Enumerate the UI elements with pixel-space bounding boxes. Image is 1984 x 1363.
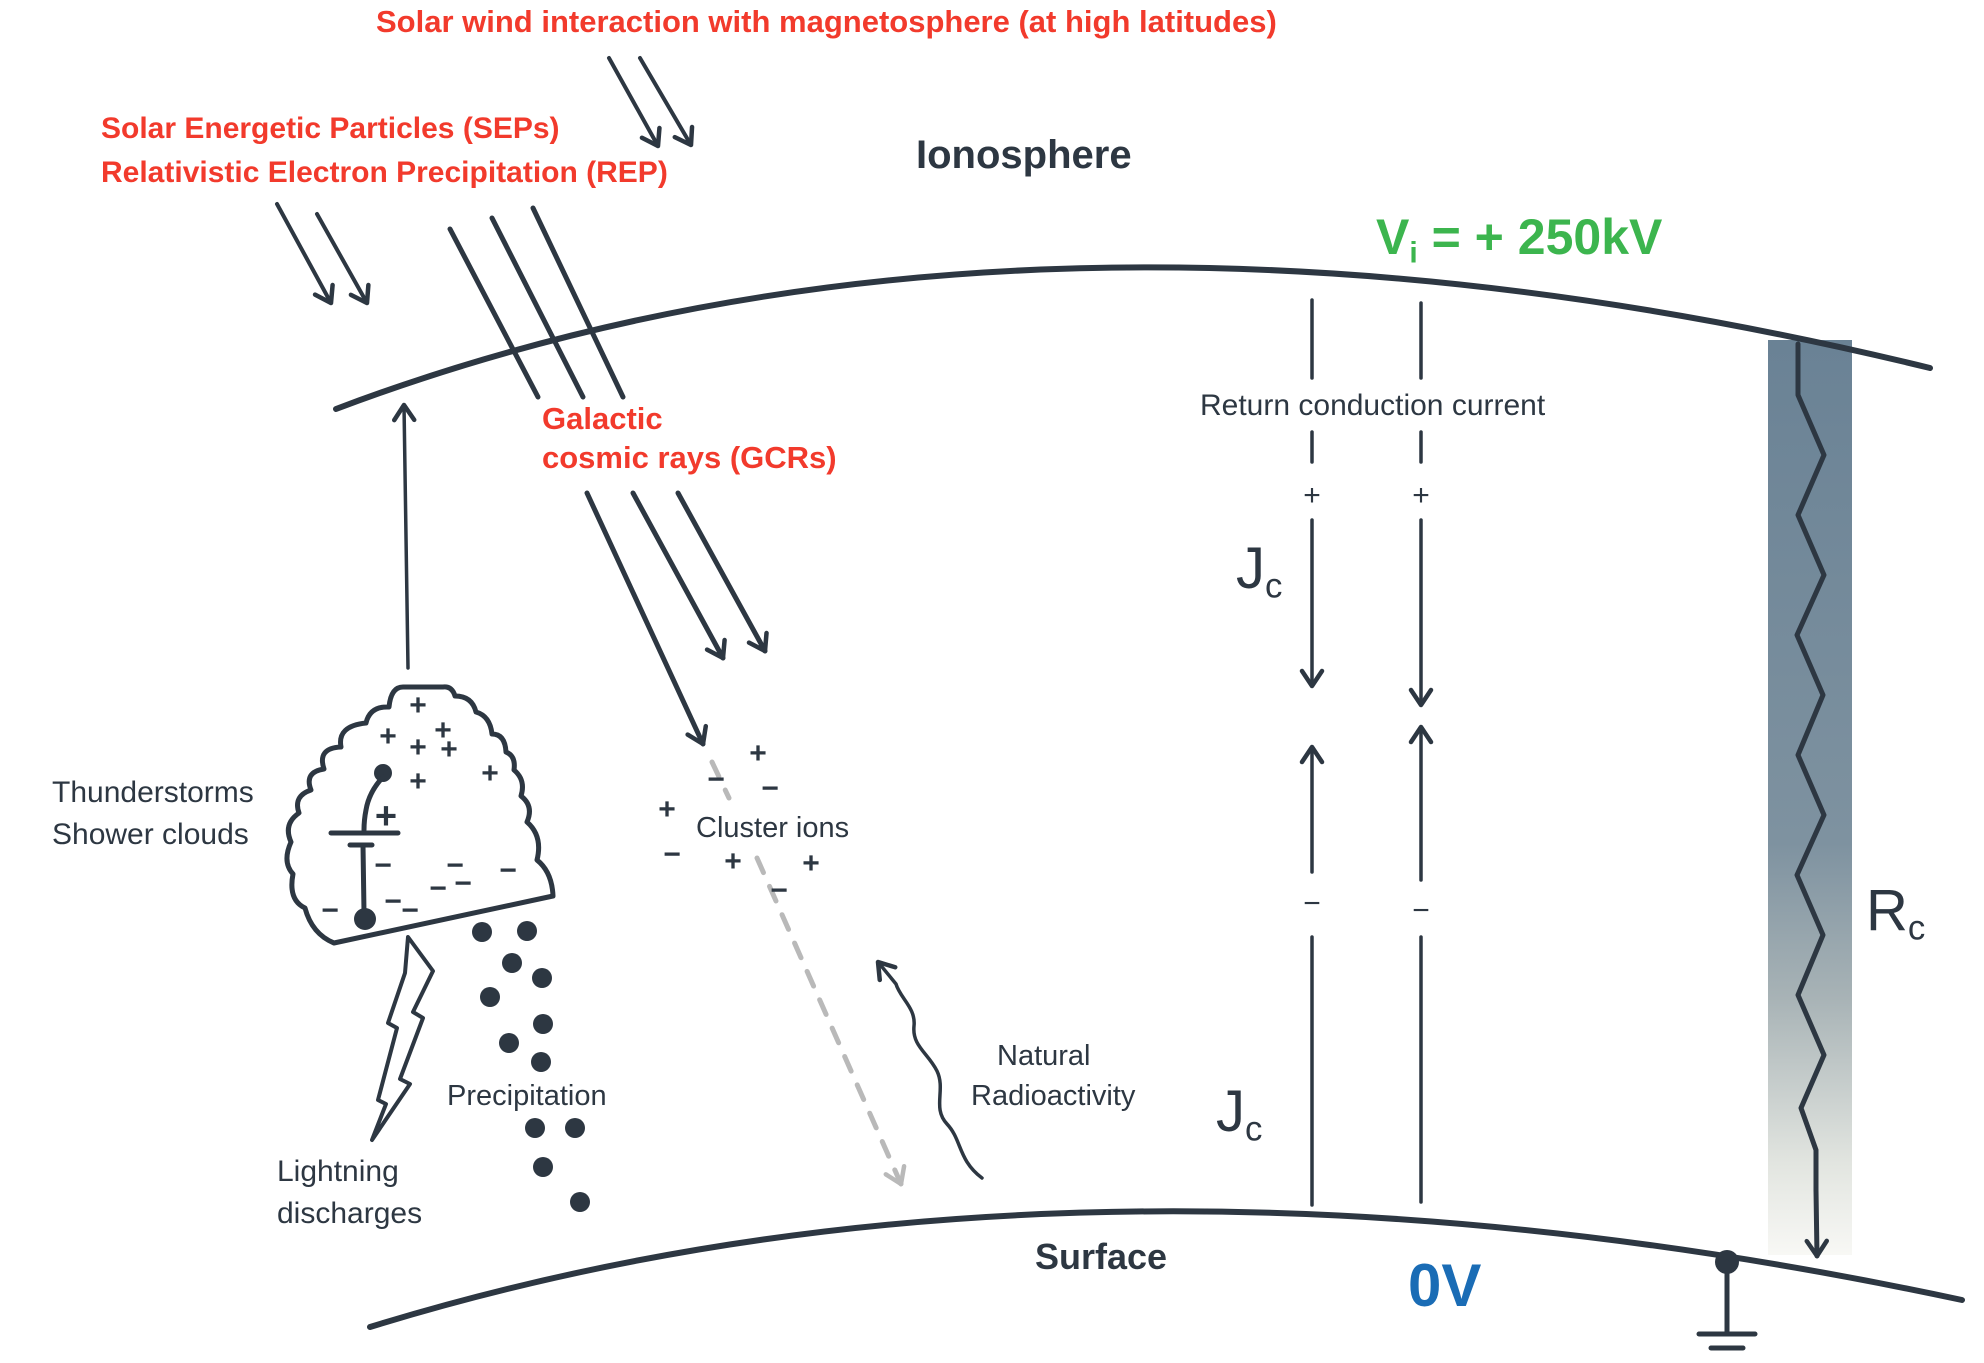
gcr-arrow [584, 490, 709, 747]
charge-plus: + [409, 689, 427, 722]
charge-plus: + [658, 793, 676, 826]
jc-sub: c [1245, 1109, 1263, 1149]
thunderstorms-label-line2: Shower clouds [52, 818, 249, 851]
jc-base: J [1216, 1079, 1245, 1144]
charge-plus: + [724, 845, 742, 878]
charge-plus: + [802, 847, 820, 880]
gcr-label-line2: cosmic rays (GCRs) [542, 440, 837, 475]
jc-sub: c [1265, 566, 1283, 606]
charge-plus: + [1412, 479, 1430, 512]
charge-plus: + [749, 737, 767, 770]
charge-minus: − [321, 894, 339, 927]
surface-curve [367, 1208, 1965, 1330]
lightning-bolt [370, 935, 435, 1142]
gcr-label-line1: Galactic [542, 401, 663, 436]
charge-minus: − [374, 849, 392, 882]
ionosphere-label: Ionosphere [916, 133, 1132, 177]
charge-minus: − [770, 874, 788, 907]
ionization-dashed-track [709, 759, 732, 801]
precipitation-label: Precipitation [447, 1080, 607, 1112]
thunderstorms-label-line1: Thunderstorms [52, 776, 254, 809]
charge-plus: + [379, 720, 397, 753]
precipitation-dots [472, 921, 590, 1212]
resistor-arrow [1804, 1187, 1830, 1259]
charge-minus: − [401, 894, 419, 927]
gcr-arrow [675, 490, 769, 654]
rc-sub: c [1907, 908, 1926, 948]
columnar-resistance-symbol: Rc [1866, 878, 1926, 949]
charge-minus: − [429, 872, 447, 905]
charge-plus: + [1303, 479, 1321, 512]
conduction-current-symbol-lower: Jc [1216, 1079, 1263, 1150]
charge-minus: − [1412, 894, 1430, 927]
cloud-to-ionosphere-arrow [391, 402, 417, 670]
rc-base: R [1866, 878, 1908, 943]
conduction-current-symbol-upper: Jc [1236, 536, 1283, 607]
charge-minus: − [384, 885, 402, 918]
ionosphere-curve [333, 264, 1933, 412]
solar-wind-arrow [638, 56, 695, 148]
gcr-ray-line [530, 205, 626, 400]
surface-label: Surface [1035, 1236, 1168, 1277]
sep-arrow [315, 212, 371, 306]
return-current-columns [1299, 298, 1434, 1207]
vi-base: V [1376, 209, 1410, 265]
radioactivity-wavy-arrow [875, 959, 984, 1180]
cluster-ions-label: Cluster ions [696, 812, 850, 844]
generator-lead [360, 842, 367, 915]
generator-lead [361, 774, 386, 833]
charge-minus: − [663, 838, 681, 871]
resistor-zigzag [1794, 341, 1827, 1193]
ionosphere-potential-label: Vi = + 250kV [1376, 209, 1662, 270]
charge-plus: + [440, 733, 458, 766]
vi-sub: i [1409, 236, 1418, 270]
ground-symbol [1696, 1250, 1758, 1351]
thunderstorm-cloud [284, 684, 556, 946]
charge-minus: − [446, 849, 464, 882]
charge-minus: − [1303, 887, 1321, 920]
lightning-label-line1: Lightning [277, 1155, 399, 1188]
charge-plus: + [409, 765, 427, 798]
charge-minus: − [761, 772, 779, 805]
cloud-generator-symbol [328, 764, 401, 930]
jc-base: J [1236, 536, 1265, 601]
charge-plus: + [409, 731, 427, 764]
charge-plus: + [481, 757, 499, 790]
lightning-label-line2: discharges [277, 1197, 423, 1230]
generator-top-terminal [374, 764, 392, 782]
sep-label: Solar Energetic Particles (SEPs) [101, 112, 560, 145]
gcr-ray-line [489, 215, 586, 400]
solar-wind-arrow [607, 56, 662, 149]
gcr-ray-line [447, 226, 541, 400]
generator-bottom-terminal [354, 908, 376, 930]
charge-minus: − [454, 867, 472, 900]
ionization-dashed-arrow [754, 855, 907, 1187]
charge-minus: − [499, 854, 517, 887]
charge-plus: + [434, 714, 452, 747]
surface-potential-label: 0V [1408, 1252, 1482, 1319]
sep-arrow [275, 202, 335, 306]
charge-minus: − [707, 763, 725, 796]
title: Solar wind interaction with magnetospher… [376, 4, 1277, 39]
rep-label: Relativistic Electron Precipitation (REP… [101, 156, 668, 189]
radioactivity-label-line1: Natural [997, 1040, 1091, 1072]
charge-plus: + [374, 795, 398, 838]
return-current-label: Return conduction current [1200, 389, 1546, 422]
radioactivity-label-line2: Radioactivity [971, 1080, 1136, 1112]
vi-value: = + 250kV [1417, 209, 1663, 265]
gcr-arrow [630, 490, 727, 661]
